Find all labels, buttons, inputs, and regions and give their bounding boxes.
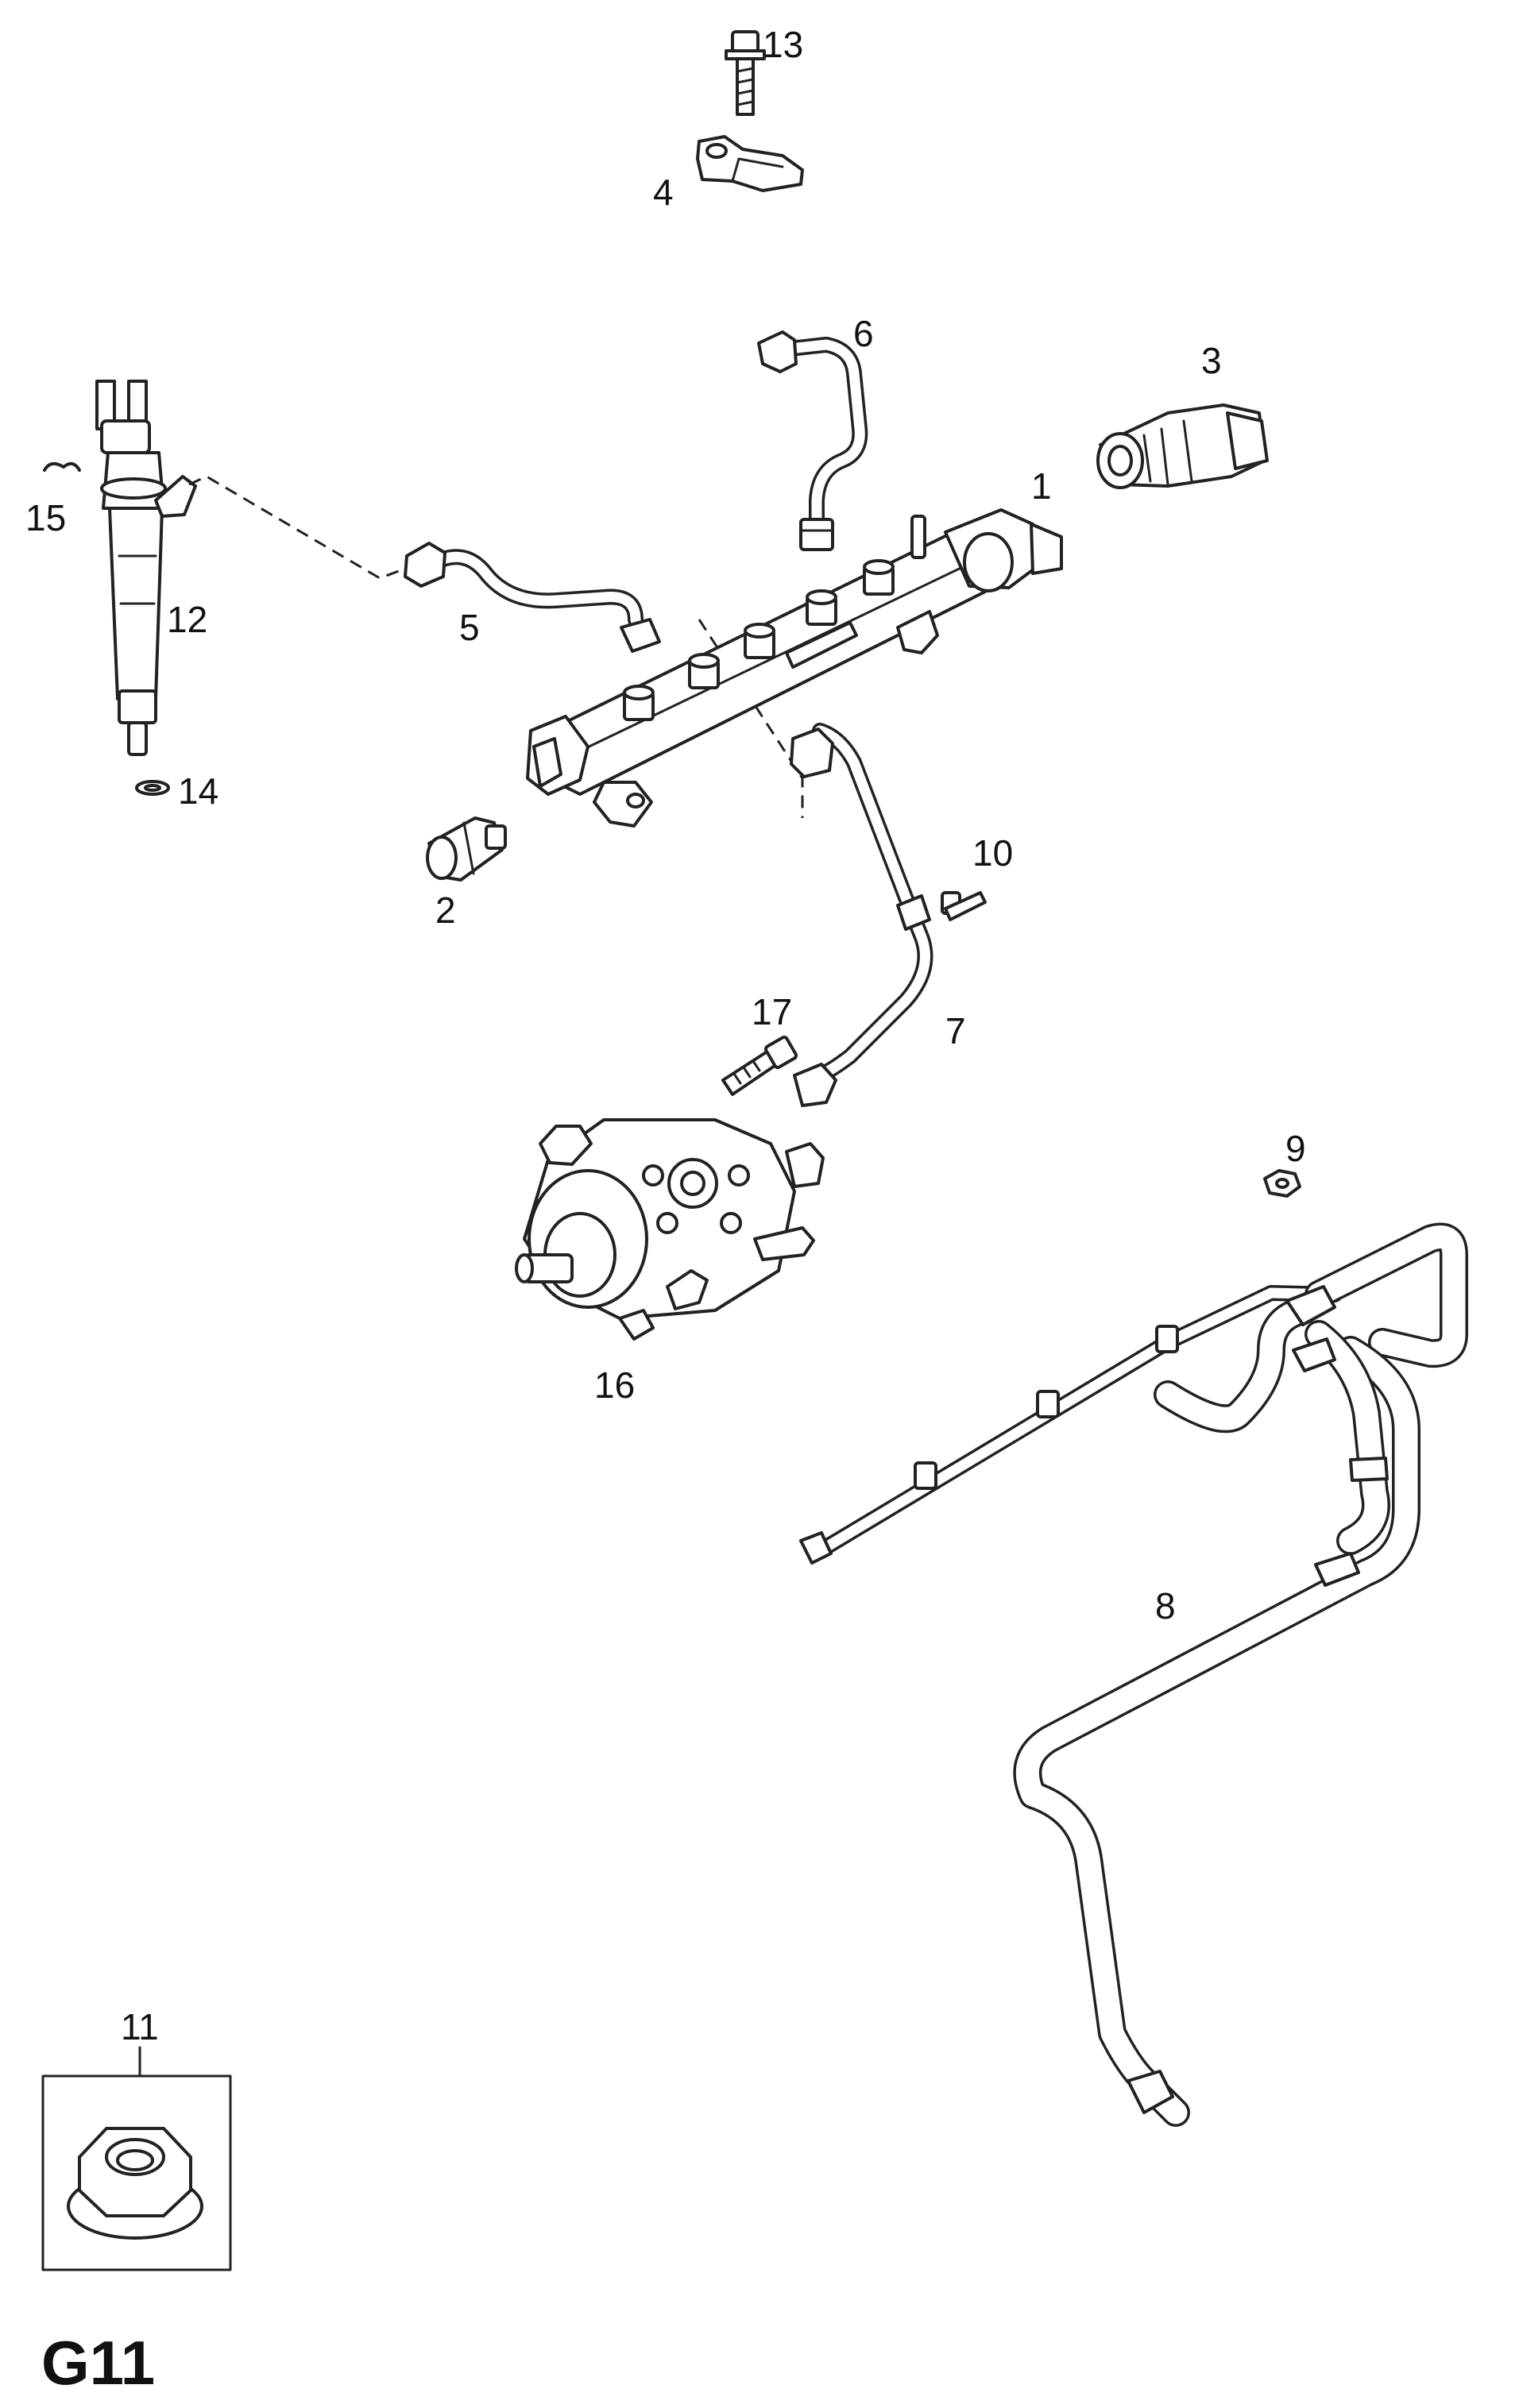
part-16-pump xyxy=(515,1118,825,1341)
part-14-washer xyxy=(135,780,170,796)
label-part-16: 16 xyxy=(594,1364,635,1406)
part-17-bolt xyxy=(721,1035,798,1096)
label-part-4: 4 xyxy=(653,172,674,213)
label-part-15: 15 xyxy=(25,497,66,538)
label-part-1: 1 xyxy=(1031,465,1052,507)
part-8-return-line xyxy=(799,1222,1468,2127)
part-1-fuel-rail xyxy=(526,508,1063,828)
label-part-2: 2 xyxy=(435,889,456,931)
part-13-bolt xyxy=(725,30,766,116)
label-part-5: 5 xyxy=(459,607,480,648)
label-part-9: 9 xyxy=(1285,1128,1306,1169)
label-part-11: 11 xyxy=(121,2006,159,2047)
label-part-17: 17 xyxy=(752,991,792,1032)
manifold-tees xyxy=(914,1325,1179,1490)
leader-line-injector xyxy=(188,475,406,580)
part-6-pipe xyxy=(757,330,868,551)
label-part-14: 14 xyxy=(178,770,218,812)
label-part-6: 6 xyxy=(853,313,874,354)
label-part-10: 10 xyxy=(972,832,1013,874)
callout-labels: 1 2 3 4 5 6 7 8 9 10 11 12 13 14 15 16 1… xyxy=(25,24,1306,2398)
label-part-7: 7 xyxy=(945,1010,966,1052)
label-part-3: 3 xyxy=(1201,340,1222,381)
part-11-inset xyxy=(41,2046,232,2271)
part-5-pipe xyxy=(404,542,661,653)
page-code: G11 xyxy=(41,2328,155,2398)
label-part-12: 12 xyxy=(167,599,207,640)
part-7-pipe xyxy=(790,723,933,1107)
part-2-sensor xyxy=(426,816,507,882)
part-15-clip xyxy=(43,461,81,472)
part-3-regulator xyxy=(1096,403,1269,489)
part-9-nut xyxy=(1263,1169,1301,1198)
part-12-injector xyxy=(95,380,197,756)
rail-ports xyxy=(623,559,895,721)
label-part-8: 8 xyxy=(1155,1585,1176,1627)
label-part-13: 13 xyxy=(763,24,803,65)
part-10-bolt xyxy=(941,891,987,921)
part-4-clamp xyxy=(696,135,804,192)
